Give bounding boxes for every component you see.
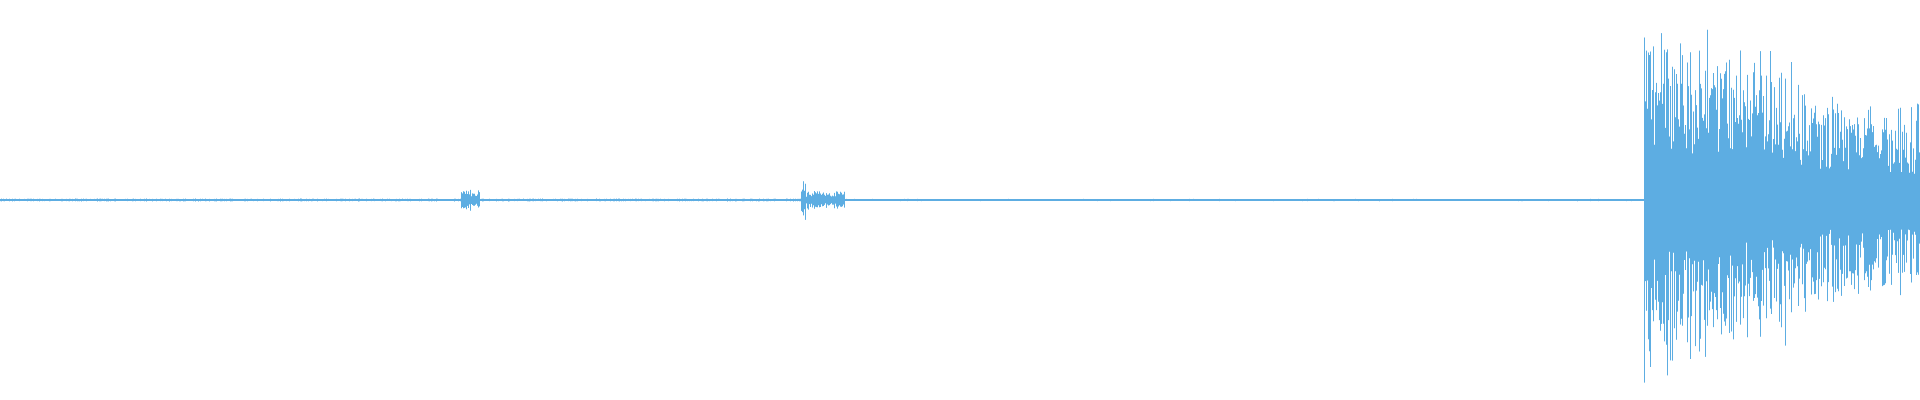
waveform-segment: [845, 198, 1644, 202]
waveform-segment: [1843, 103, 1920, 296]
waveform-segment: [806, 191, 845, 210]
waveform-segment: [0, 198, 461, 202]
waveform-segment: [1651, 29, 1728, 376]
waveform-segment: [461, 189, 480, 211]
waveform-segment: [801, 181, 806, 220]
waveform-series: [0, 29, 1920, 383]
waveform-segment: [480, 198, 801, 202]
waveform-segment: [1795, 84, 1843, 312]
waveform-segment: [1728, 50, 1795, 346]
waveform-segment: [1644, 37, 1651, 383]
